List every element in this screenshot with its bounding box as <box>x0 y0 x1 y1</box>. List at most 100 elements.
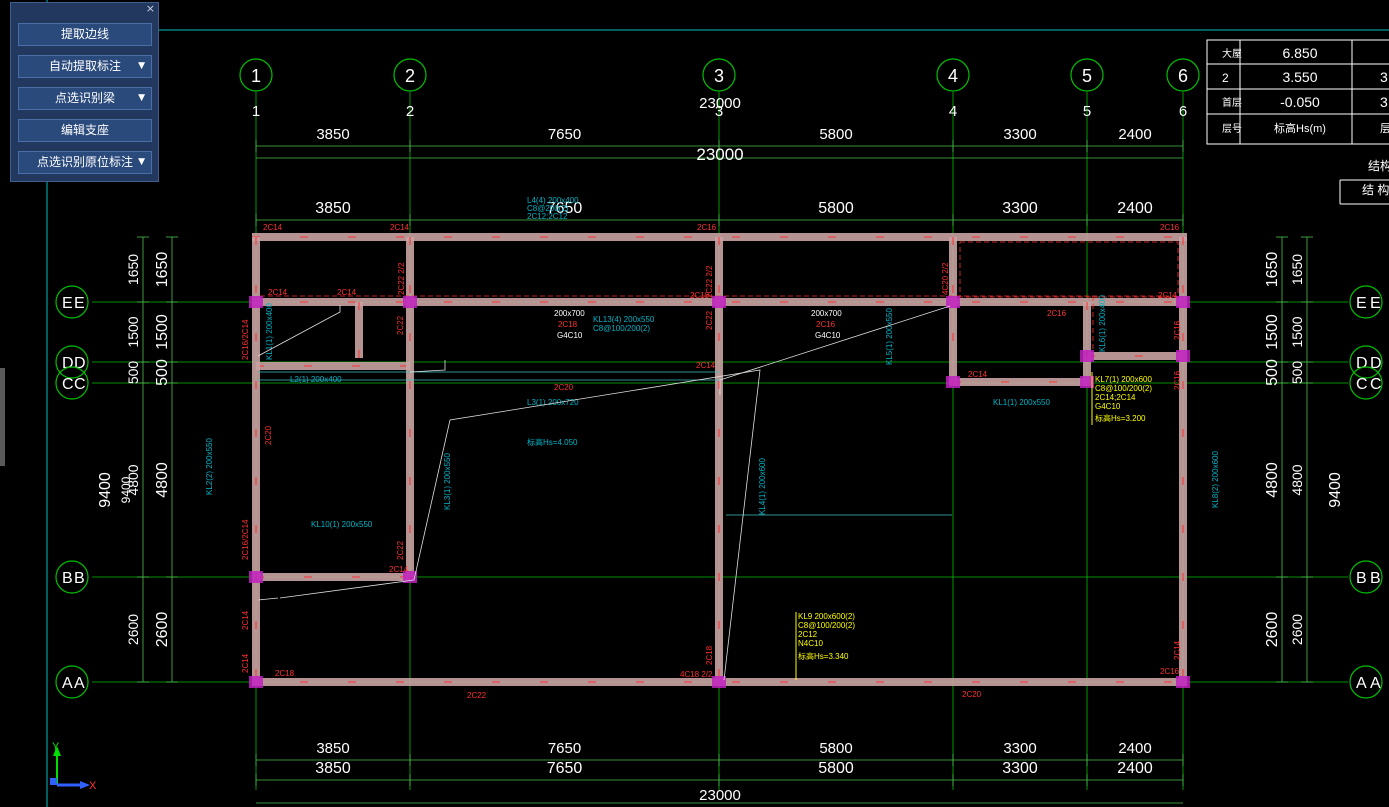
axis-label-row-right-D: D <box>1356 355 1368 372</box>
beam-label-2c18: 2C18 <box>558 320 578 329</box>
auto-extract-label-button[interactable]: 自动提取标注 ▼ <box>18 55 152 78</box>
svg-text:2C14: 2C14 <box>241 653 250 673</box>
column-5 <box>249 571 263 583</box>
top-total-label-2: 23000 <box>696 145 743 164</box>
svg-text:2C22: 2C22 <box>396 540 405 560</box>
axis-label-row-left2-A: A <box>74 675 85 692</box>
svg-text:2C22: 2C22 <box>705 310 714 330</box>
axis-label-row-right2-A: A <box>1370 675 1381 692</box>
edit-support-button[interactable]: 编辑支座 <box>18 119 152 142</box>
top-dim-1-span-2: 5800 <box>819 126 852 143</box>
beam-label-kl4: KL4(1) 200x600 <box>758 458 767 515</box>
beam-label-g4c10: G4C10 <box>557 331 583 340</box>
svg-text:2C16: 2C16 <box>697 223 717 232</box>
svg-text:2C16: 2C16 <box>1173 370 1182 390</box>
axis-label2-col-2: 2 <box>406 103 414 120</box>
axis-label-row-right-C: C <box>1356 376 1368 393</box>
ucs-icon: Y X <box>50 741 97 792</box>
svg-text:G4C10: G4C10 <box>1095 402 1121 411</box>
axis-bubble-col-2 <box>393 58 427 92</box>
axis-bubble-row-right-B <box>1349 560 1383 594</box>
axis-label-row-right-A: A <box>1356 675 1367 692</box>
side-collapse-tab[interactable] <box>0 368 5 466</box>
svg-text:2C18: 2C18 <box>690 291 710 300</box>
beam-label-kl5: KL5(1) 200x550 <box>885 308 894 365</box>
top-dim-2-span-3: 3300 <box>1002 200 1038 217</box>
axis-label-row-right2-B: B <box>1370 570 1381 587</box>
svg-text:标高Hs=3.200: 标高Hs=3.200 <box>1095 413 1146 423</box>
level-row-1-name: 大屋 <box>1222 47 1242 60</box>
svg-text:2C22: 2C22 <box>396 315 405 335</box>
right-dim-2-span-4: 2600 <box>1264 612 1281 648</box>
beam-col-3 <box>715 237 723 686</box>
top-dim-2-span-0: 3850 <box>315 200 351 217</box>
beam-col-1 <box>252 237 260 686</box>
right-dim-1-span-3: 4800 <box>1289 464 1305 495</box>
axis-label-row-left-E: E <box>62 295 73 312</box>
beam-label-l3: L3(1) 200x720 <box>527 398 579 407</box>
level-row-2-value: 3.550 <box>1282 69 1317 85</box>
axis-label-row-left2-D: D <box>74 355 86 372</box>
svg-text:2C22: 2C22 <box>467 691 487 700</box>
bottom-dim-2-span-3: 3300 <box>1002 760 1038 777</box>
column-11 <box>1080 376 1094 388</box>
top-dim-2-span-2: 5800 <box>818 200 854 217</box>
chevron-down-icon[interactable]: ▼ <box>138 157 145 167</box>
svg-text:4C18 2/2: 4C18 2/2 <box>680 670 713 679</box>
top-dim-2-span-1: 7650 <box>547 200 583 217</box>
panel-close-icon[interactable]: × <box>145 2 155 15</box>
bottom-dim-2-span-0: 3850 <box>315 760 351 777</box>
svg-text:KL7(1) 200x600: KL7(1) 200x600 <box>1095 375 1152 384</box>
axis-label-col-6: 6 <box>1178 66 1188 86</box>
axis-label-row-right2-E: E <box>1370 295 1381 312</box>
pick-identify-original-label-button[interactable]: 点选识别原位标注 ▼ <box>18 151 152 174</box>
level-header-extra: 层 <box>1380 122 1389 135</box>
left-total-label-dup: 9400 <box>119 476 133 503</box>
pick-identify-beam-button[interactable]: 点选识别梁 ▼ <box>18 87 152 110</box>
axis-label-col-1: 1 <box>251 66 261 86</box>
column-1 <box>403 296 417 308</box>
right-dim-2-span-0: 1650 <box>1264 252 1281 288</box>
axis-label-row-right-B: B <box>1356 570 1367 587</box>
extract-edge-button[interactable]: 提取边线 <box>18 23 152 46</box>
svg-text:2C16/2C14: 2C16/2C14 <box>241 319 250 360</box>
level-row-3-name: 首层 <box>1222 96 1242 109</box>
beam-B-left <box>256 573 410 581</box>
beam-label-kl8: KL8(2) 200x600 <box>1211 451 1220 508</box>
beam-label-size-2: 200x700 <box>811 309 842 318</box>
axis-label-row-left-B: B <box>62 570 73 587</box>
beam-label-l4-stirrup: C8@200(2) <box>527 204 569 213</box>
axis-bubble-row-left-C <box>55 366 89 400</box>
chevron-down-icon[interactable]: ▼ <box>138 61 145 71</box>
axis-label2-col-1: 1 <box>252 103 260 120</box>
left-dim-2-span-0: 1650 <box>154 252 171 288</box>
beam-label-kl13: KL13(4) 200x550 <box>593 315 655 324</box>
svg-text:2C14: 2C14 <box>241 610 250 630</box>
axis-bubble-row-right-E <box>1349 285 1383 319</box>
right-dim-2-span-2: 500 <box>1264 359 1281 386</box>
svg-text:2C18: 2C18 <box>275 669 295 678</box>
beam-label-l4-bars: 2C12;2C12 <box>527 212 568 221</box>
top-total-label-1: 23000 <box>699 95 741 112</box>
beam-label-kl6: KL6(1) 200x400 <box>1098 295 1107 352</box>
beam-label-kl2: KL2(2) 200x550 <box>205 438 214 495</box>
axis-bubble-row-left-A <box>55 665 89 699</box>
svg-text:2C16: 2C16 <box>1173 320 1182 340</box>
column-2 <box>712 296 726 308</box>
column-13 <box>1080 350 1094 362</box>
axis-label-row-left2-E: E <box>74 295 85 312</box>
bottom-dim-2-span-2: 5800 <box>818 760 854 777</box>
right-dim-1-span-2: 500 <box>1289 361 1305 385</box>
level-row-2-name: 2 <box>1222 71 1229 85</box>
axis-label-col-3: 3 <box>714 66 724 86</box>
svg-text:2C20: 2C20 <box>962 690 982 699</box>
beam-L2 <box>256 362 410 370</box>
svg-text:C8@100/200(2): C8@100/200(2) <box>1095 384 1152 393</box>
level-table: 大屋 6.850 2 3.550 3 首层 -0.050 3 层号 标高Hs(m… <box>1206 39 1389 205</box>
top-dim-1-span-1: 7650 <box>548 126 581 143</box>
chevron-down-icon[interactable]: ▼ <box>138 93 145 103</box>
axis-label2-col-4: 4 <box>949 103 957 120</box>
svg-text:2C20: 2C20 <box>554 383 574 392</box>
